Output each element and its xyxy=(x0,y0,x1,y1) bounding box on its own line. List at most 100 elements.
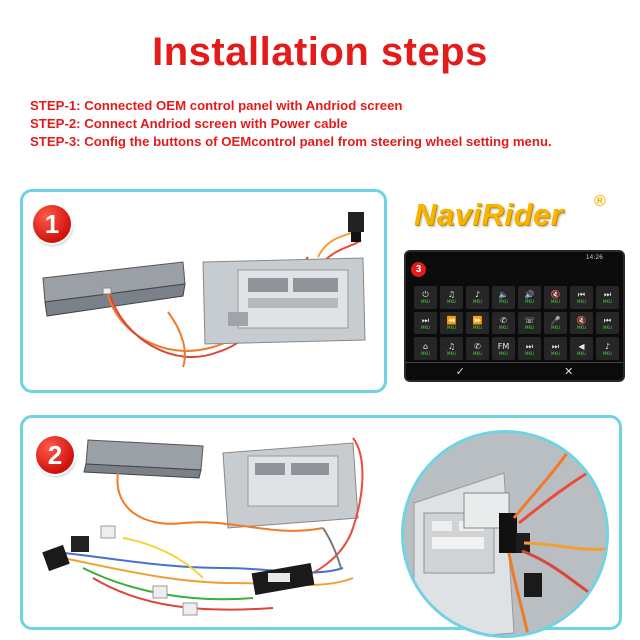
steering-wheel-settings-screen: 14:26 3 ⏻MKU♫MKU♪MKU🔈MKU🔊MKU🔇MKU⏮MKU⏭MKU… xyxy=(404,250,625,382)
steering-button-icon: FM xyxy=(497,341,510,351)
steering-button-label: MKU xyxy=(551,299,560,305)
step-3-badge: 3 xyxy=(411,262,426,277)
steering-button[interactable]: ☏MKU xyxy=(518,311,541,335)
steering-button-label: MKU xyxy=(551,324,560,330)
steering-button[interactable]: ⏮MKU xyxy=(570,286,593,309)
step-1-panel: 1 xyxy=(20,189,387,393)
steps-list: STEP-1: Connected OEM control panel with… xyxy=(30,97,630,151)
cancel-icon[interactable]: ✕ xyxy=(564,365,574,378)
registered-mark: ® xyxy=(594,193,606,210)
steering-button[interactable]: ⏻MKU xyxy=(414,286,437,309)
oem-control-panel xyxy=(42,261,186,317)
zoom-illustration xyxy=(404,433,606,635)
steering-button-icon: 🔇 xyxy=(550,290,561,300)
step-2-badge: 2 xyxy=(36,436,74,474)
steering-button-label: MKU xyxy=(447,299,456,305)
steering-button-icon: 🎤 xyxy=(550,315,561,325)
steering-button[interactable]: ⏭MKU xyxy=(596,286,619,309)
steering-button-icon: ⏩ xyxy=(472,315,483,325)
confirm-icon[interactable]: ✓ xyxy=(455,365,465,378)
step-1-badge: 1 xyxy=(33,205,71,243)
step-1-text: STEP-1: Connected OEM control panel with… xyxy=(30,98,403,113)
steering-button-icon: ✆ xyxy=(500,315,507,325)
steering-button-icon: ◀ xyxy=(578,341,585,351)
status-time: 14:26 xyxy=(585,254,603,261)
steering-button-icon: 🔈 xyxy=(498,290,509,300)
step-2-illustration xyxy=(42,437,364,616)
steering-button-label: MKU xyxy=(473,350,482,356)
steering-button[interactable]: 🔇MKU xyxy=(570,311,593,335)
steering-button-icon: 🔇 xyxy=(576,315,587,325)
steering-button-label: MKU xyxy=(525,299,534,305)
steering-button-icon: ⏭ xyxy=(421,315,430,325)
steering-button[interactable]: ♪MKU xyxy=(466,286,489,309)
status-bar: 14:26 xyxy=(406,252,623,264)
brand-logo: NaviRider xyxy=(414,197,564,232)
steering-button[interactable]: ⏮MKU xyxy=(596,311,619,335)
steering-button[interactable]: ⏪MKU xyxy=(440,311,463,335)
connector-zoom-detail xyxy=(401,430,609,638)
steering-button-icon: ♪ xyxy=(474,290,481,300)
steering-button[interactable]: ◀MKU xyxy=(570,337,593,360)
android-head-unit-2 xyxy=(222,442,359,529)
steering-button[interactable]: ⏩MKU xyxy=(466,311,489,335)
steering-button-icon: ♫ xyxy=(447,290,456,300)
steering-button[interactable]: ⏭MKU xyxy=(544,337,567,360)
steering-button-grid: ⏻MKU♫MKU♪MKU🔈MKU🔊MKU🔇MKU⏮MKU⏭MKU⏭MKU⏪MKU… xyxy=(414,286,619,360)
page-title: Installation steps xyxy=(152,30,488,74)
steering-button-label: MKU xyxy=(577,324,586,330)
step-3-text: STEP-3: Config the buttons of OEMcontrol… xyxy=(30,134,552,149)
steering-button-label: MKU xyxy=(603,350,612,356)
steering-button-icon: ♫ xyxy=(447,341,456,351)
steering-button-label: MKU xyxy=(473,299,482,305)
steering-button-label: MKU xyxy=(473,324,482,330)
steering-button[interactable]: 🔊MKU xyxy=(518,286,541,309)
steering-button[interactable]: 🔈MKU xyxy=(492,286,515,309)
steering-button[interactable]: ♫MKU xyxy=(440,337,463,360)
steering-button-label: MKU xyxy=(551,350,560,356)
steering-button[interactable]: 🔇MKU xyxy=(544,286,567,309)
steering-button[interactable]: 🎤MKU xyxy=(544,311,567,335)
steering-button[interactable]: ✆MKU xyxy=(466,337,489,360)
connector-plug xyxy=(348,212,364,232)
steering-button-label: MKU xyxy=(499,324,508,330)
step-2-text: STEP-2: Connect Andriod screen with Powe… xyxy=(30,116,348,131)
steering-button-icon: ⏭ xyxy=(551,341,560,351)
step-1-illustration xyxy=(42,212,366,368)
steering-button-label: MKU xyxy=(525,324,534,330)
steering-button-label: MKU xyxy=(447,324,456,330)
steering-button-icon: ✆ xyxy=(474,341,481,351)
screen-action-bar: ✓ ✕ xyxy=(406,362,623,380)
steering-button-icon: ⏭ xyxy=(603,290,612,300)
android-head-unit xyxy=(202,257,366,345)
steering-button-icon: ⏮ xyxy=(603,315,612,325)
steering-button-icon: ⏮ xyxy=(577,290,586,300)
steering-button[interactable]: ♪MKU xyxy=(596,337,619,360)
steering-button[interactable]: ⏭MKU xyxy=(414,311,437,335)
steering-button[interactable]: ⏭MKU xyxy=(518,337,541,360)
steering-button-label: MKU xyxy=(421,350,430,356)
steering-button-label: MKU xyxy=(577,299,586,305)
steering-button-label: MKU xyxy=(447,350,456,356)
steering-button-icon: ⌂ xyxy=(422,341,429,351)
steering-button-icon: ♪ xyxy=(604,341,611,351)
steering-button-label: MKU xyxy=(499,350,508,356)
steering-button-icon: ⏻ xyxy=(422,290,429,300)
steering-button-label: MKU xyxy=(577,350,586,356)
steering-button[interactable]: ⌂MKU xyxy=(414,337,437,360)
steering-button-label: MKU xyxy=(499,299,508,305)
steering-button-label: MKU xyxy=(603,324,612,330)
zoom-wiring xyxy=(507,442,606,635)
steering-button-icon: ⏭ xyxy=(525,341,534,351)
steering-button[interactable]: ✆MKU xyxy=(492,311,515,335)
steering-button-label: MKU xyxy=(421,324,430,330)
steering-button-label: MKU xyxy=(603,299,612,305)
harness-connectors xyxy=(42,525,315,616)
steering-button-icon: 🔊 xyxy=(524,290,535,300)
steering-button-icon: ☏ xyxy=(524,315,535,325)
steering-button-label: MKU xyxy=(525,350,534,356)
steering-button[interactable]: ♫MKU xyxy=(440,286,463,309)
steering-button-label: MKU xyxy=(421,299,430,305)
steering-button-icon: ⏪ xyxy=(446,315,457,325)
